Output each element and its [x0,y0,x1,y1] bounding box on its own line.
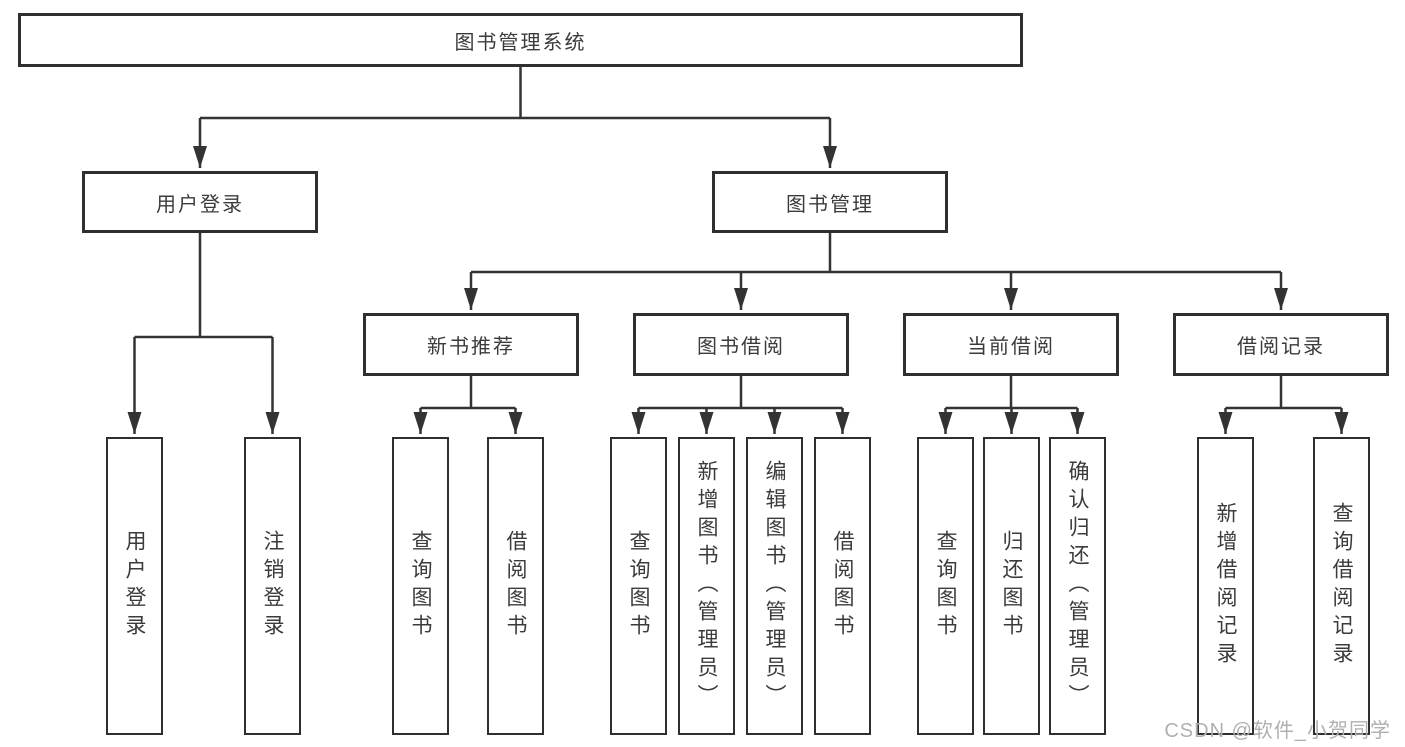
leaf-confirm-return-admin: 确认归还（管理员） [1049,437,1106,735]
leaf-edit-book-admin: 编辑图书（管理员） [746,437,803,735]
leaf-add-book-admin: 新增图书（管理员） [678,437,735,735]
node-library-system: 图书管理系统 [18,13,1023,67]
leaf-borrow-books-borrowing: 借阅图书 [814,437,871,735]
leaf-return-book: 归还图书 [983,437,1040,735]
leaf-query-books-recommend: 查询图书 [392,437,449,735]
node-book-borrowing: 图书借阅 [633,313,849,376]
leaf-user-login: 用户登录 [106,437,163,735]
node-borrow-records: 借阅记录 [1173,313,1389,376]
leaf-query-books-borrowing: 查询图书 [610,437,667,735]
node-user-login: 用户登录 [82,171,318,233]
leaf-query-books-current: 查询图书 [917,437,974,735]
node-current-borrowing: 当前借阅 [903,313,1119,376]
leaf-logout: 注销登录 [244,437,301,735]
node-new-book-recommend: 新书推荐 [363,313,579,376]
csdn-watermark: CSDN @软件_小贺同学 [1164,720,1391,742]
leaf-borrow-books-recommend: 借阅图书 [487,437,544,735]
leaf-add-borrow-record: 新增借阅记录 [1197,437,1254,735]
leaf-query-borrow-record: 查询借阅记录 [1313,437,1370,735]
node-book-management: 图书管理 [712,171,948,233]
